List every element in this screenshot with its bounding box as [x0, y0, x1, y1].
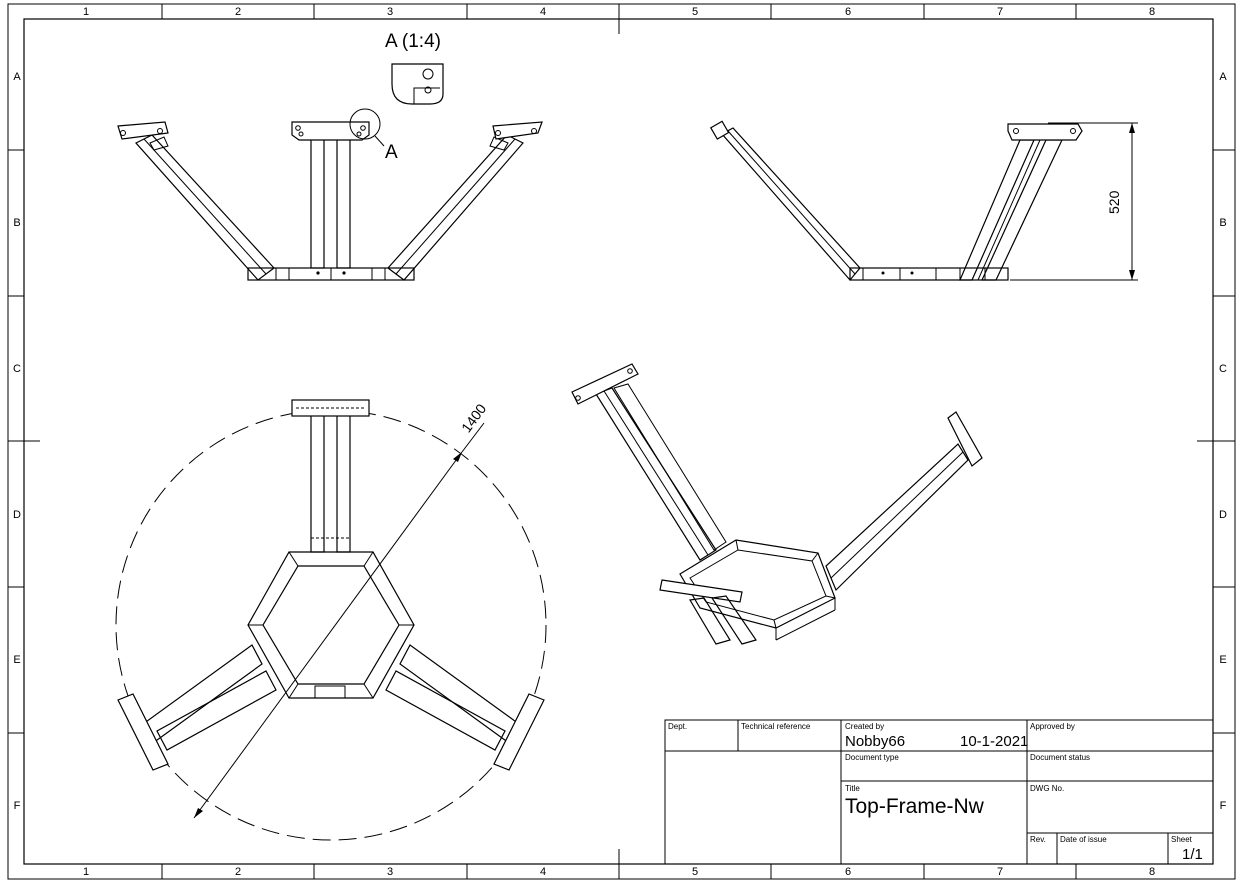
detail-view-title: A (1:4)	[385, 31, 441, 52]
zone-row-label: F	[13, 800, 21, 812]
detail-marker-label: A	[385, 142, 398, 163]
top-view	[115, 399, 547, 841]
zone-ticks	[8, 4, 1235, 879]
detail-circle-a	[349, 108, 381, 140]
zone-row-label: A	[1219, 71, 1227, 83]
zone-col-label: 7	[996, 6, 1004, 18]
tb-approved-by-label: Approved by	[1030, 722, 1075, 731]
tb-technical-reference-label: Technical reference	[741, 722, 811, 731]
zone-col-label: 1	[82, 866, 90, 878]
tb-title-label: Title	[845, 784, 860, 793]
zone-row-label: A	[13, 71, 21, 83]
tb-date-of-issue-label: Date of issue	[1060, 835, 1107, 844]
zone-row-label: F	[1219, 800, 1227, 812]
tb-sheet: 1/1	[1182, 846, 1203, 863]
zone-row-label: E	[13, 654, 21, 666]
height-dimension-label: 520	[1106, 190, 1122, 214]
tb-created-date: 10-1-2021	[960, 733, 1029, 750]
tb-dept-label: Dept.	[668, 722, 688, 731]
front-view	[117, 108, 543, 281]
zone-row-label: B	[1219, 217, 1227, 229]
zone-col-label: 2	[234, 6, 242, 18]
tb-document-type-label: Document type	[845, 753, 899, 762]
tb-title: Top-Frame-Nw	[845, 795, 984, 818]
zone-col-label: 5	[691, 6, 699, 18]
zone-row-label: C	[1219, 363, 1227, 375]
tb-created-by-label: Created by	[845, 722, 885, 731]
tb-document-status-label: Document status	[1030, 753, 1091, 762]
zone-col-label: 6	[844, 866, 852, 878]
side-view	[709, 120, 1138, 281]
zone-row-label: E	[1219, 654, 1227, 666]
zone-col-label: 4	[539, 6, 547, 18]
inner-frame	[23, 18, 1214, 865]
isometric-view	[571, 363, 983, 645]
detail-a-view	[391, 63, 444, 105]
zone-row-label: D	[1219, 509, 1227, 521]
tb-rev-label: Rev.	[1030, 835, 1046, 844]
zone-row-label: D	[13, 509, 21, 521]
zone-col-label: 2	[234, 866, 242, 878]
tb-created-by: Nobby66	[845, 733, 906, 750]
title-block-lines	[664, 719, 1214, 865]
zone-col-label: 3	[386, 866, 394, 878]
tb-dwg-no-label: DWG No.	[1030, 784, 1065, 793]
zone-col-label: 8	[1148, 866, 1156, 878]
zone-row-label: B	[13, 217, 21, 229]
tb-sheet-label: Sheet	[1171, 835, 1192, 844]
zone-col-label: 6	[844, 6, 852, 18]
zone-col-label: 5	[691, 866, 699, 878]
zone-col-label: 7	[996, 866, 1004, 878]
zone-row-label: C	[13, 363, 21, 375]
zone-col-label: 3	[386, 6, 394, 18]
zone-col-label: 8	[1148, 6, 1156, 18]
zone-col-label: 4	[539, 866, 547, 878]
zone-col-label: 1	[82, 6, 90, 18]
